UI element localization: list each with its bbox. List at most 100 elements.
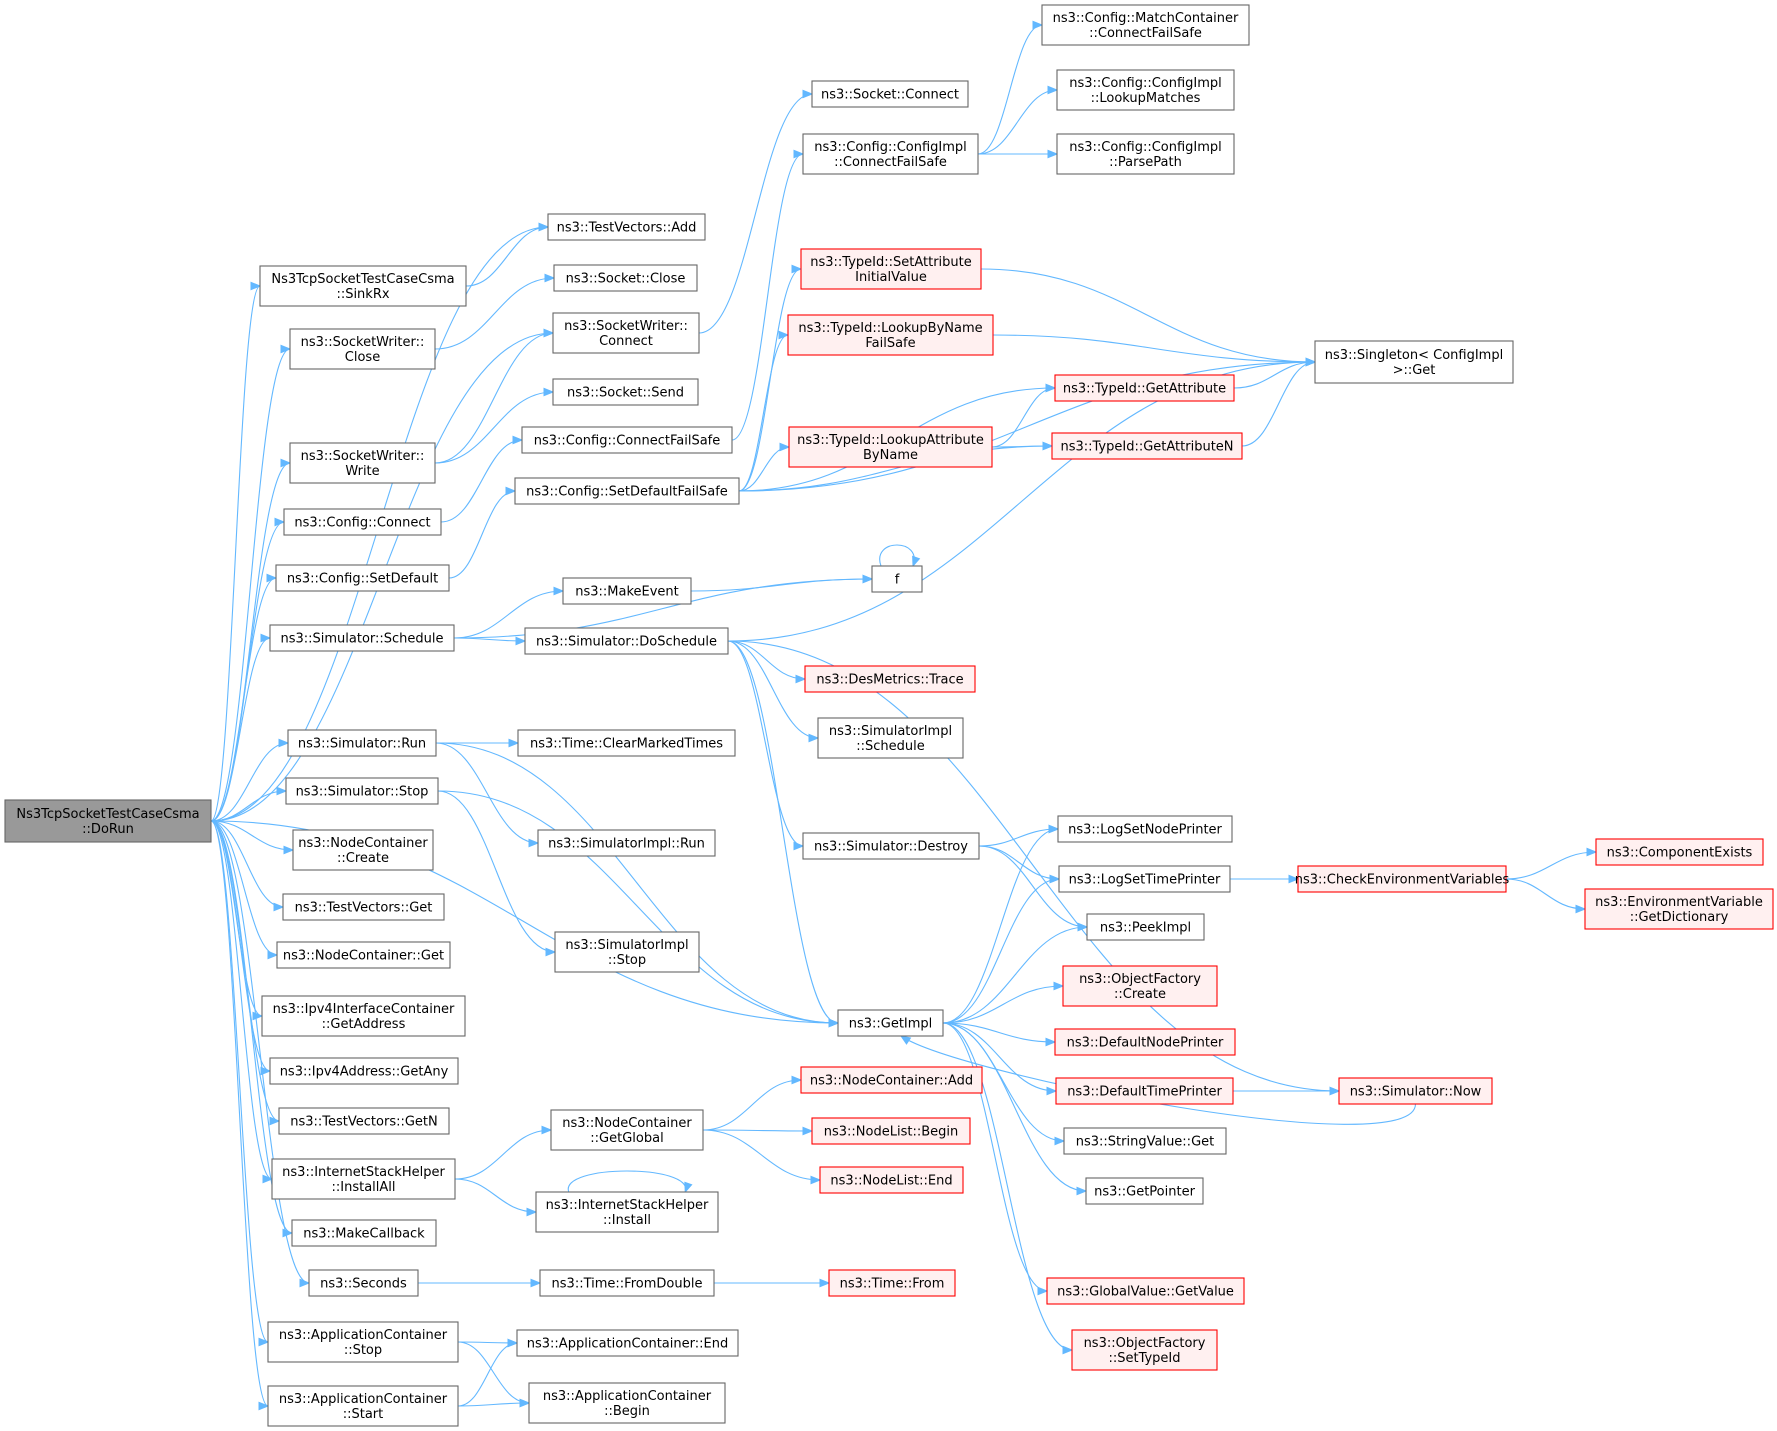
edge-line — [991, 387, 1056, 448]
edge-arrowhead — [791, 1075, 803, 1085]
edge-arrowhead — [912, 555, 921, 568]
node-label: ns3::NodeContainer::Add — [810, 1074, 973, 1089]
node-ish-installall[interactable]: ns3::InternetStackHelper::InstallAll — [271, 1158, 456, 1200]
node-simimpl-stop[interactable]: ns3::SimulatorImpl::Stop — [554, 931, 700, 973]
node-sw-close[interactable]: ns3::SocketWriter::Close — [289, 328, 436, 370]
node-sock-send[interactable]: ns3::Socket::Send — [552, 378, 699, 406]
node-label: InitialValue — [855, 270, 927, 285]
node-logsetnodeprinter[interactable]: ns3::LogSetNodePrinter — [1057, 815, 1233, 843]
node-nc-add[interactable]: ns3::NodeContainer::Add — [800, 1066, 983, 1094]
node-label: ns3::SimulatorImpl — [565, 938, 688, 953]
node-time-fromdouble[interactable]: ns3::Time::FromDouble — [539, 1269, 715, 1297]
node-nc-create[interactable]: ns3::NodeContainer::Create — [292, 829, 434, 871]
node-box — [1062, 965, 1218, 1007]
edge-arrowhead — [258, 1337, 270, 1347]
edge-arrowhead — [538, 222, 550, 232]
node-defaulttimeprinter[interactable]: ns3::DefaultTimePrinter — [1055, 1077, 1234, 1105]
node-f[interactable]: f — [871, 565, 923, 593]
node-ac-end[interactable]: ns3::ApplicationContainer::End — [516, 1329, 739, 1357]
node-sim-doschedule[interactable]: ns3::Simulator::DoSchedule — [524, 627, 729, 655]
node-cfg-setdefault[interactable]: ns3::Config::SetDefault — [275, 564, 450, 592]
node-ac-begin[interactable]: ns3::ApplicationContainer::Begin — [528, 1382, 726, 1424]
edge-arrowhead — [1305, 357, 1317, 367]
edge-sim-now-to-getimpl — [899, 1035, 1417, 1125]
node-sim-stop[interactable]: ns3::Simulator::Stop — [285, 777, 439, 805]
node-sock-connect[interactable]: ns3::Socket::Connect — [811, 80, 969, 108]
node-cfgimpl-parsepath[interactable]: ns3::Config::ConfigImpl::ParsePath — [1056, 133, 1235, 175]
node-sw-connect[interactable]: ns3::SocketWriter::Connect — [552, 312, 700, 354]
node-stringvalue-get[interactable]: ns3::StringValue::Get — [1063, 1127, 1227, 1155]
edge-line — [942, 926, 1088, 1024]
node-nc-getglobal[interactable]: ns3::NodeContainer::GetGlobal — [550, 1109, 704, 1151]
node-gv-getvalue[interactable]: ns3::GlobalValue::GetValue — [1046, 1277, 1245, 1305]
node-checkenv[interactable]: ns3::CheckEnvironmentVariables — [1295, 865, 1510, 893]
node-simimpl-run[interactable]: ns3::SimulatorImpl::Run — [537, 829, 716, 857]
node-tv-add[interactable]: ns3::TestVectors::Add — [547, 213, 706, 241]
node-box — [800, 248, 982, 290]
node-getpointer[interactable]: ns3::GetPointer — [1085, 1177, 1204, 1205]
node-cfg-mc-connectfs[interactable]: ns3::Config::MatchContainer::ConnectFail… — [1041, 4, 1250, 46]
node-componentexists[interactable]: ns3::ComponentExists — [1595, 838, 1764, 866]
node-simimpl-schedule[interactable]: ns3::SimulatorImpl::Schedule — [817, 717, 964, 759]
edge-arrowhead — [810, 1175, 822, 1185]
node-ipv4-getany[interactable]: ns3::Ipv4Address::GetAny — [269, 1057, 459, 1085]
node-tv-getn[interactable]: ns3::TestVectors::GetN — [278, 1107, 450, 1135]
node-of-create[interactable]: ns3::ObjectFactory::Create — [1062, 965, 1218, 1007]
edge-sw-close-to-sock-close — [434, 273, 556, 350]
node-singleton-get[interactable]: ns3::Singleton< ConfigImpl >::Get — [1314, 340, 1514, 384]
edge-arrowhead — [1049, 874, 1061, 884]
edge-arrowhead — [541, 1125, 553, 1135]
node-tid-getattr[interactable]: ns3::TypeId::GetAttribute — [1054, 374, 1235, 402]
node-envvar-getdict[interactable]: ns3::EnvironmentVariable::GetDictionary — [1584, 888, 1774, 930]
node-time-from[interactable]: ns3::Time::From — [828, 1269, 956, 1297]
edge-line — [568, 1170, 686, 1193]
node-root[interactable]: Ns3TcpSocketTestCaseCsma::DoRun — [4, 799, 212, 843]
node-nl-end[interactable]: ns3::NodeList::End — [819, 1166, 964, 1194]
node-sim-run[interactable]: ns3::Simulator::Run — [287, 729, 437, 757]
edge-arrowhead — [274, 517, 286, 527]
node-sinkrx[interactable]: Ns3TcpSocketTestCaseCsma::SinkRx — [259, 265, 467, 307]
node-defaultnodeprinter[interactable]: ns3::DefaultNodePrinter — [1054, 1028, 1236, 1056]
node-ipv4ic-getaddr[interactable]: ns3::Ipv4InterfaceContainer::GetAddress — [261, 995, 466, 1037]
node-ish-install[interactable]: ns3::InternetStackHelper::Install — [535, 1191, 719, 1233]
node-peekimpl[interactable]: ns3::PeekImpl — [1086, 913, 1205, 941]
edge-line — [453, 590, 564, 639]
node-tid-getattrn[interactable]: ns3::TypeId::GetAttributeN — [1051, 432, 1243, 460]
node-cfg-connectfs[interactable]: ns3::Config::ConnectFailSafe — [521, 426, 733, 454]
node-tv-get[interactable]: ns3::TestVectors::Get — [282, 893, 445, 921]
node-nc-get[interactable]: ns3::NodeContainer::Get — [276, 941, 451, 969]
edge-line — [727, 640, 1340, 1092]
node-ac-stop[interactable]: ns3::ApplicationContainer::Stop — [267, 1321, 459, 1363]
node-cfg-setdefaultfs[interactable]: ns3::Config::SetDefaultFailSafe — [514, 477, 740, 505]
node-sim-schedule[interactable]: ns3::Simulator::Schedule — [269, 624, 455, 652]
node-sock-close[interactable]: ns3::Socket::Close — [553, 264, 698, 292]
node-box — [517, 729, 736, 757]
node-logsettimeprinter[interactable]: ns3::LogSetTimePrinter — [1058, 865, 1231, 893]
node-desmetrics-trace[interactable]: ns3::DesMetrics::Trace — [804, 665, 976, 693]
edge-getimpl-to-defaulttimeprinter — [942, 1022, 1058, 1096]
node-label: ns3::Config::SetDefault — [287, 572, 438, 587]
node-cfgimpl-connectfs[interactable]: ns3::Config::ConfigImpl::ConnectFailSafe — [802, 133, 979, 175]
node-time-clearmarked[interactable]: ns3::Time::ClearMarkedTimes — [517, 729, 736, 757]
node-sim-destroy[interactable]: ns3::Simulator::Destroy — [802, 832, 980, 860]
node-label: ns3::Time::ClearMarkedTimes — [530, 737, 723, 752]
node-nl-begin[interactable]: ns3::NodeList::Begin — [811, 1117, 971, 1145]
node-cfg-connect[interactable]: ns3::Config::Connect — [283, 508, 442, 536]
node-sim-now[interactable]: ns3::Simulator::Now — [1338, 1077, 1493, 1105]
edge-tid-getattrn-to-singleton-get — [1241, 357, 1317, 447]
node-cfgimpl-lookup[interactable]: ns3::Config::ConfigImpl::LookupMatches — [1056, 69, 1235, 111]
node-sw-write[interactable]: ns3::SocketWriter::Write — [289, 442, 436, 484]
node-getimpl[interactable]: ns3::GetImpl — [837, 1009, 944, 1037]
node-seconds[interactable]: ns3::Seconds — [308, 1269, 419, 1297]
node-label: ::Begin — [604, 1404, 650, 1419]
edge-line — [457, 1341, 530, 1404]
node-makeevent[interactable]: ns3::MakeEvent — [562, 577, 692, 605]
edge-line — [1233, 361, 1316, 389]
node-label: ns3::TestVectors::Get — [295, 901, 433, 916]
node-makecallback[interactable]: ns3::MakeCallback — [291, 1219, 437, 1247]
node-of-settypeid[interactable]: ns3::ObjectFactory::SetTypeId — [1071, 1329, 1218, 1371]
node-ac-start[interactable]: ns3::ApplicationContainer::Start — [267, 1385, 459, 1427]
